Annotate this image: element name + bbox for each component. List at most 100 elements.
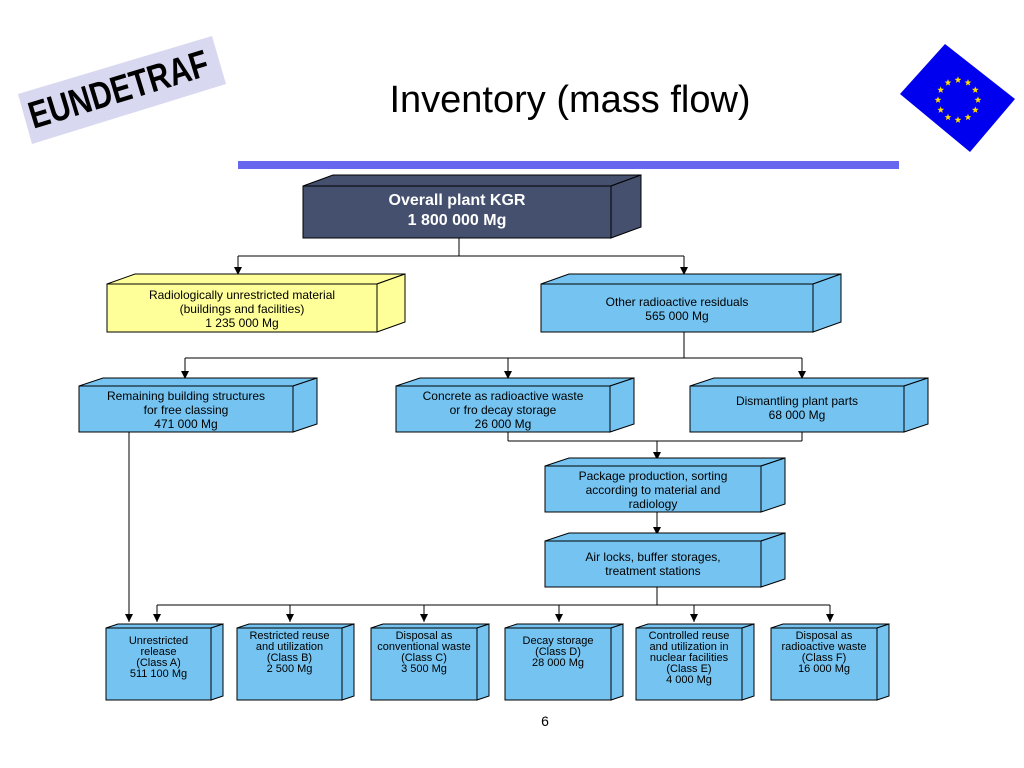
box-overall — [302, 174, 642, 239]
arrow-head-icon — [680, 267, 688, 275]
label-line: Decay storage — [522, 635, 594, 647]
label-line: 4 000 Mg — [666, 674, 712, 686]
box-package — [544, 457, 786, 513]
label-line: (Class E) — [666, 663, 712, 675]
box-unrestricted-material — [106, 273, 406, 333]
label-line: radiology — [628, 497, 678, 511]
label-line: (Class D) — [535, 646, 581, 658]
flag-star-icon — [934, 96, 942, 103]
flag-star-icon — [944, 79, 952, 86]
label-line: 2 500 Mg — [266, 663, 313, 675]
box-airlocks — [544, 532, 786, 588]
label-line: Controlled reuse — [648, 630, 730, 642]
arrow-head-icon — [153, 614, 161, 622]
label-line: 16 000 Mg — [798, 663, 850, 675]
label-line: 471 000 Mg — [154, 417, 218, 431]
connectors — [125, 238, 834, 622]
flag-star-icon — [964, 113, 972, 121]
box-class-f — [770, 623, 890, 701]
label-line: 1 800 000 Mg — [407, 212, 507, 229]
label-line: or fro decay storage — [449, 403, 557, 417]
label-line: and utilization — [255, 641, 324, 653]
box-concrete — [395, 377, 635, 433]
label-class-d: Decay storage(Class D)28 000 Mg — [505, 636, 611, 669]
label-line: 68 000 Mg — [768, 408, 826, 422]
label-line: 511 100 Mg — [129, 668, 188, 680]
label-line: Concrete as radioactive waste — [422, 389, 584, 403]
arrow-head-icon — [653, 452, 661, 460]
arrow-head-icon — [555, 614, 563, 622]
label-line: nuclear facilities — [649, 652, 729, 664]
label-line: (Class F) — [801, 652, 847, 664]
label-line: Remaining building structures — [106, 389, 266, 403]
arrow-head-icon — [504, 371, 512, 379]
label-line: Dismantling plant parts — [735, 394, 859, 408]
flag-star-icon — [944, 113, 952, 121]
label-line: 1 235 000 Mg — [205, 316, 279, 330]
arrow-head-icon — [690, 614, 698, 622]
arrow-head-icon — [826, 614, 834, 622]
label-line: according to material and — [585, 483, 721, 497]
box-other-residuals — [540, 273, 842, 333]
arrow-head-icon — [181, 371, 189, 379]
flag-star-icon — [937, 106, 945, 113]
box-class-b — [236, 623, 355, 701]
label-line: conventional waste — [377, 641, 471, 653]
label-line: Disposal as — [395, 630, 453, 642]
label-line: Disposal as — [795, 630, 853, 642]
flag-star-icon — [964, 79, 972, 86]
boxes — [78, 174, 929, 701]
box-class-a — [105, 623, 224, 701]
page-title: Inventory (mass flow) — [389, 79, 751, 121]
label-line: radioactive waste — [781, 641, 867, 653]
eu-flag-icon — [900, 44, 1015, 152]
arrow-head-icon — [653, 527, 661, 535]
eundetraf-logo: EUNDETRAF — [18, 36, 226, 144]
box-remaining-structures — [78, 377, 318, 433]
label-line: Overall plant KGR — [388, 192, 526, 209]
label-unrestricted-material: Radiologically unrestricted material(bui… — [107, 288, 377, 330]
label-line: 3 500 Mg — [401, 663, 447, 675]
title-divider — [238, 161, 899, 169]
label-airlocks: Air locks, buffer storages,treatment sta… — [545, 550, 761, 578]
arrow-head-icon — [234, 267, 242, 275]
flag-star-icon — [954, 76, 962, 83]
label-line: Unrestricted — [128, 635, 189, 647]
flag-star-icon — [974, 96, 982, 103]
label-line: (Class C) — [401, 652, 447, 664]
label-line: 565 000 Mg — [645, 309, 709, 323]
box-dismantling — [689, 377, 929, 433]
page-number: 6 — [541, 713, 549, 729]
label-line: (Class B) — [266, 652, 313, 664]
label-line: (buildings and facilities) — [179, 302, 305, 316]
box-class-c — [370, 623, 490, 701]
label-line: 28 000 Mg — [532, 657, 584, 669]
arrow-head-icon — [125, 614, 133, 622]
arrow-head-icon — [798, 371, 806, 379]
label-line: release — [140, 646, 177, 658]
flag-star-icon — [971, 86, 979, 93]
arrow-head-icon — [286, 614, 294, 622]
flag-star-icon — [937, 86, 945, 93]
label-line: Air locks, buffer storages, — [585, 550, 721, 564]
label-overall: Overall plant KGR 1 800 000 Mg — [303, 191, 611, 231]
label-line: treatment stations — [605, 564, 701, 578]
label-line: Other radioactive residuals — [605, 295, 749, 309]
label-line: Package production, sorting — [578, 469, 728, 483]
box-class-e — [635, 623, 755, 701]
label-line: for free classing — [143, 403, 229, 417]
flag-star-icon — [954, 116, 962, 123]
label-line: Restricted reuse — [249, 630, 330, 642]
